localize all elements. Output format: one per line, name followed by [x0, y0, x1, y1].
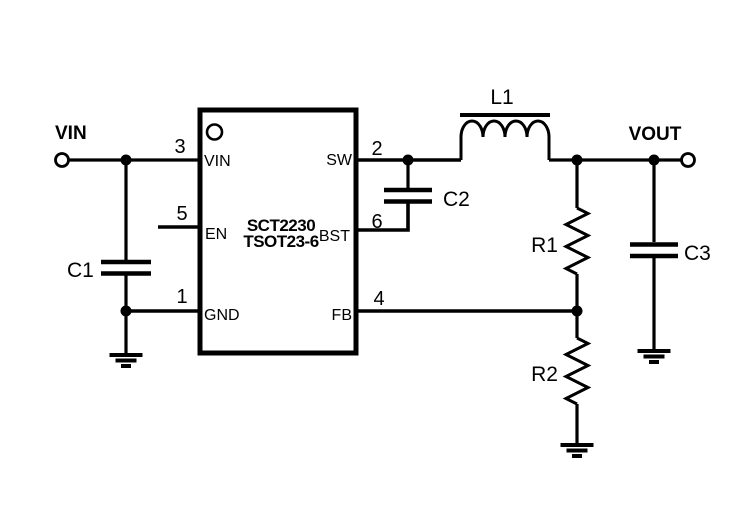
- inductor-l1: [459, 113, 551, 160]
- label-r2: R2: [531, 363, 558, 386]
- pin-number-3: 3: [174, 136, 185, 158]
- label-vout-port: VOUT: [629, 124, 682, 145]
- pin-number-2: 2: [371, 138, 382, 160]
- vout-terminal: [680, 152, 696, 168]
- capacitor-c1: [101, 259, 151, 276]
- pin-name-fb: FB: [332, 307, 352, 324]
- pin-number-4: 4: [373, 288, 384, 310]
- ic-package: TSOT23-6: [243, 232, 318, 251]
- label-c3: C3: [684, 242, 711, 265]
- junction-dot-vout: [648, 154, 660, 166]
- pin-name-vin: VIN: [204, 153, 231, 170]
- junction-dot-sw: [402, 154, 414, 166]
- junction-dot-l1-out: [571, 154, 583, 166]
- label-c1: C1: [67, 259, 94, 282]
- label-c2: C2: [443, 188, 470, 211]
- pin-name-sw: SW: [326, 152, 353, 169]
- l1-coil: [459, 119, 551, 160]
- ic-body: [197, 107, 359, 356]
- pin-name-gnd: GND: [204, 307, 240, 324]
- label-l1: L1: [490, 86, 513, 109]
- pin-number-5: 5: [176, 203, 187, 225]
- pin-name-en: EN: [205, 226, 227, 243]
- resistor-r1: [562, 206, 592, 276]
- capacitor-c2: [384, 187, 432, 204]
- label-vin-port: VIN: [55, 123, 87, 144]
- junction-dot-vin: [120, 154, 132, 166]
- pin-number-6: 6: [371, 211, 382, 233]
- ic-part-number: SCT2230: [247, 216, 315, 235]
- resistor-r2: [562, 336, 592, 406]
- junction-dot-fb: [571, 305, 583, 317]
- wire-c2-to-bst: [356, 203, 410, 232]
- ground-symbol-c3: [637, 349, 671, 364]
- vin-terminal: [54, 152, 70, 168]
- pin1-marker-icon: [205, 123, 224, 141]
- label-r1: R1: [531, 234, 558, 257]
- pin-name-bst: BST: [319, 228, 350, 245]
- capacitor-c3: [630, 242, 678, 259]
- ground-symbol-c1: [109, 353, 143, 368]
- junction-dot-gnd: [120, 305, 132, 317]
- ground-symbol-r2: [560, 443, 594, 458]
- pin-number-1: 1: [176, 286, 187, 308]
